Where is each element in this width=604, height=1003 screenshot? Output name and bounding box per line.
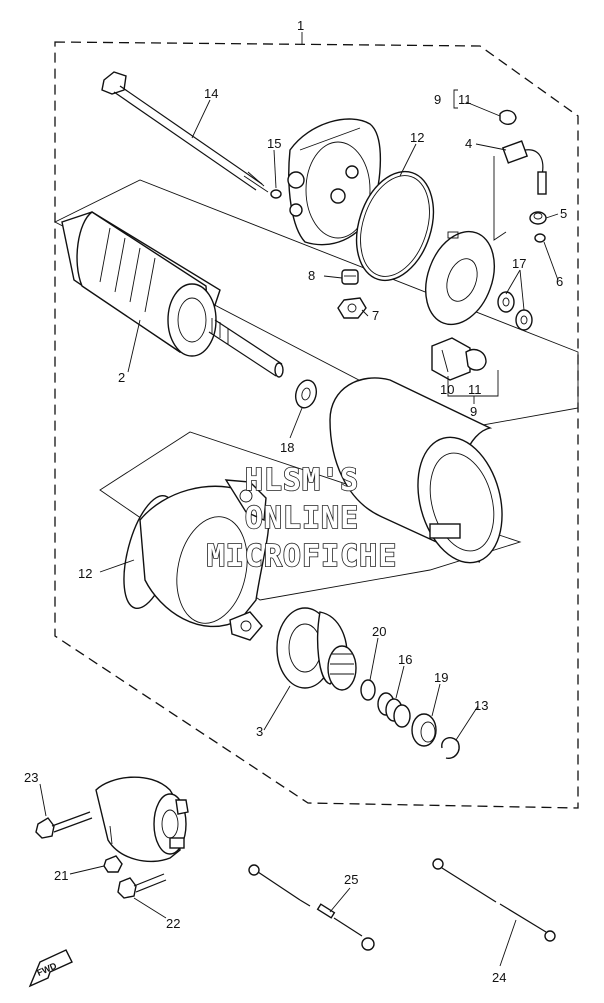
callout-11-top: 11 — [458, 92, 472, 107]
mount-bolt-22 — [117, 873, 167, 899]
callout-17: 17 — [512, 256, 526, 271]
leader-lines — [39, 32, 559, 967]
callout-3: 3 — [256, 724, 263, 739]
watermark: HLSM'S ONLINE MICROFICHE — [206, 462, 398, 575]
washer-17b — [515, 309, 533, 331]
grommet — [529, 211, 547, 225]
callout-25: 25 — [344, 872, 358, 887]
pinion-gear — [276, 607, 357, 691]
callout-2: 2 — [118, 370, 125, 385]
callout-6: 6 — [556, 274, 563, 289]
callout-15: 15 — [267, 136, 281, 151]
front-cover — [139, 479, 270, 641]
watermark-line-3: MICROFICHE — [207, 539, 398, 574]
callout-24: 24 — [492, 970, 506, 985]
callout-5: 5 — [560, 206, 567, 221]
bearing — [411, 713, 437, 747]
callout-13: 13 — [474, 698, 488, 713]
callout-23: 23 — [24, 770, 38, 785]
callout-16: 16 — [398, 652, 412, 667]
callout-19: 19 — [434, 670, 448, 685]
callout-20: 20 — [372, 624, 386, 639]
fwd-arrow: FWD — [28, 949, 73, 988]
washer-20 — [360, 679, 376, 701]
o-ring-upper — [355, 170, 435, 282]
brush-lead — [501, 140, 547, 195]
assembly-boundary — [54, 41, 579, 809]
callout-21: 21 — [54, 868, 68, 883]
armature — [61, 211, 284, 378]
callouts: 1 14 15 12 4 9 11 5 6 17 8 7 10 11 9 2 1… — [24, 18, 567, 985]
callout-18: 18 — [280, 440, 294, 455]
callout-11-bottom: 11 — [468, 382, 482, 397]
o-ring-6 — [534, 233, 546, 243]
callout-10: 10 — [440, 382, 454, 397]
brush-plate — [425, 230, 495, 326]
starter-assembled — [95, 776, 189, 863]
through-bolt — [101, 71, 269, 193]
watermark-line-2: ONLINE — [245, 501, 359, 536]
spring — [377, 692, 411, 728]
callout-7: 7 — [372, 308, 379, 323]
callout-9-bottom: 9 — [470, 404, 477, 419]
callout-1: 1 — [297, 18, 304, 33]
nut-7 — [337, 297, 367, 319]
callout-22: 22 — [166, 916, 180, 931]
nut-8 — [341, 269, 359, 285]
callout-12-left: 12 — [78, 566, 92, 581]
callout-14: 14 — [204, 86, 218, 101]
starter-cable-25 — [248, 864, 375, 951]
small-o-ring — [270, 189, 282, 199]
circlip — [441, 737, 460, 759]
ground-lead-24 — [432, 858, 556, 942]
watermark-line-1: HLSM'S — [245, 463, 359, 498]
mount-bolt-23 — [35, 811, 93, 839]
clip-upper — [499, 109, 517, 125]
nut-21 — [103, 855, 123, 873]
callout-12-top: 12 — [410, 130, 424, 145]
rear-end-cover — [287, 118, 382, 246]
washer-17a — [497, 291, 515, 313]
callout-9-top: 9 — [434, 92, 441, 107]
callout-4: 4 — [465, 136, 472, 151]
yoke — [329, 377, 503, 564]
washer-18 — [294, 379, 318, 409]
brush-holder — [431, 337, 487, 381]
callout-8: 8 — [308, 268, 315, 283]
